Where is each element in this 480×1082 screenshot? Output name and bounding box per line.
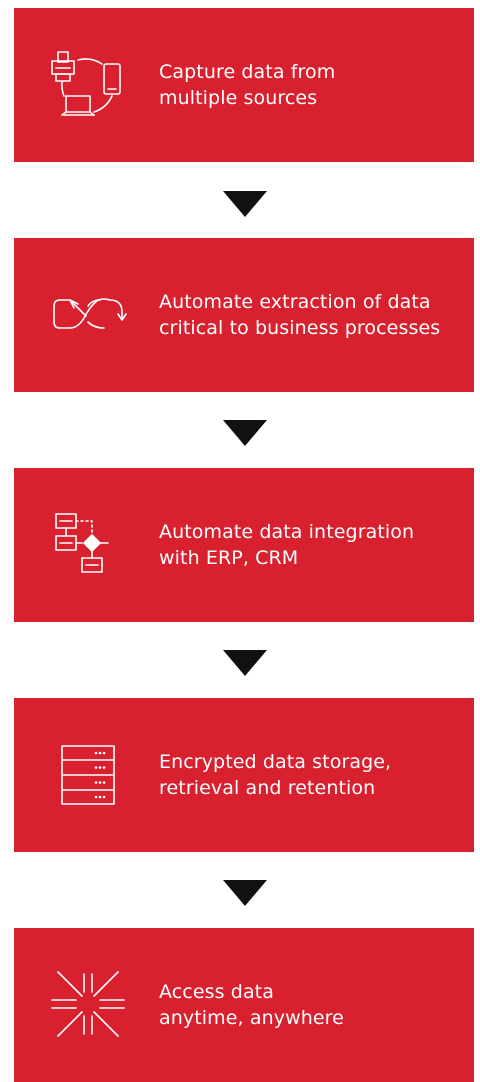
flow-arrow-down: [223, 191, 267, 217]
step-label-line2: with ERP, CRM: [159, 547, 299, 569]
flow-arrow-down: [223, 880, 267, 906]
step-label: Automate data integration with ERP, CRM: [159, 468, 469, 622]
step-label: Access data anytime, anywhere: [159, 928, 469, 1082]
step-label: Encrypted data storage, retrieval and re…: [159, 698, 469, 852]
extraction-cycle-icon: [48, 276, 128, 352]
access-burst-icon: [48, 966, 128, 1042]
step-label-line1: Encrypted data storage,: [159, 751, 392, 773]
step-label-line2: multiple sources: [159, 87, 318, 109]
step-label: Capture data from multiple sources: [159, 8, 469, 162]
step-label-line1: Automate extraction of data: [159, 291, 431, 313]
step-label-line2: anytime, anywhere: [159, 1007, 344, 1029]
flow-arrow-down: [223, 420, 267, 446]
step-automate-extraction: Automate extraction of data critical to …: [14, 238, 474, 392]
multi-device-icon: [48, 46, 128, 122]
server-storage-icon: [48, 736, 128, 812]
step-label: Automate extraction of data critical to …: [159, 238, 469, 392]
step-label-line2: critical to business processes: [159, 317, 441, 339]
step-label-line1: Capture data from: [159, 61, 336, 83]
step-automate-integration: Automate data integration with ERP, CRM: [14, 468, 474, 622]
flow-arrow-down: [223, 650, 267, 676]
step-label-line1: Automate data integration: [159, 521, 415, 543]
step-label-line1: Access data: [159, 981, 274, 1003]
step-capture-data: Capture data from multiple sources: [14, 8, 474, 162]
workflow-integration-icon: [48, 506, 128, 582]
step-data-storage: Encrypted data storage, retrieval and re…: [14, 698, 474, 852]
step-label-line2: retrieval and retention: [159, 777, 376, 799]
step-access-data: Access data anytime, anywhere: [14, 928, 474, 1082]
